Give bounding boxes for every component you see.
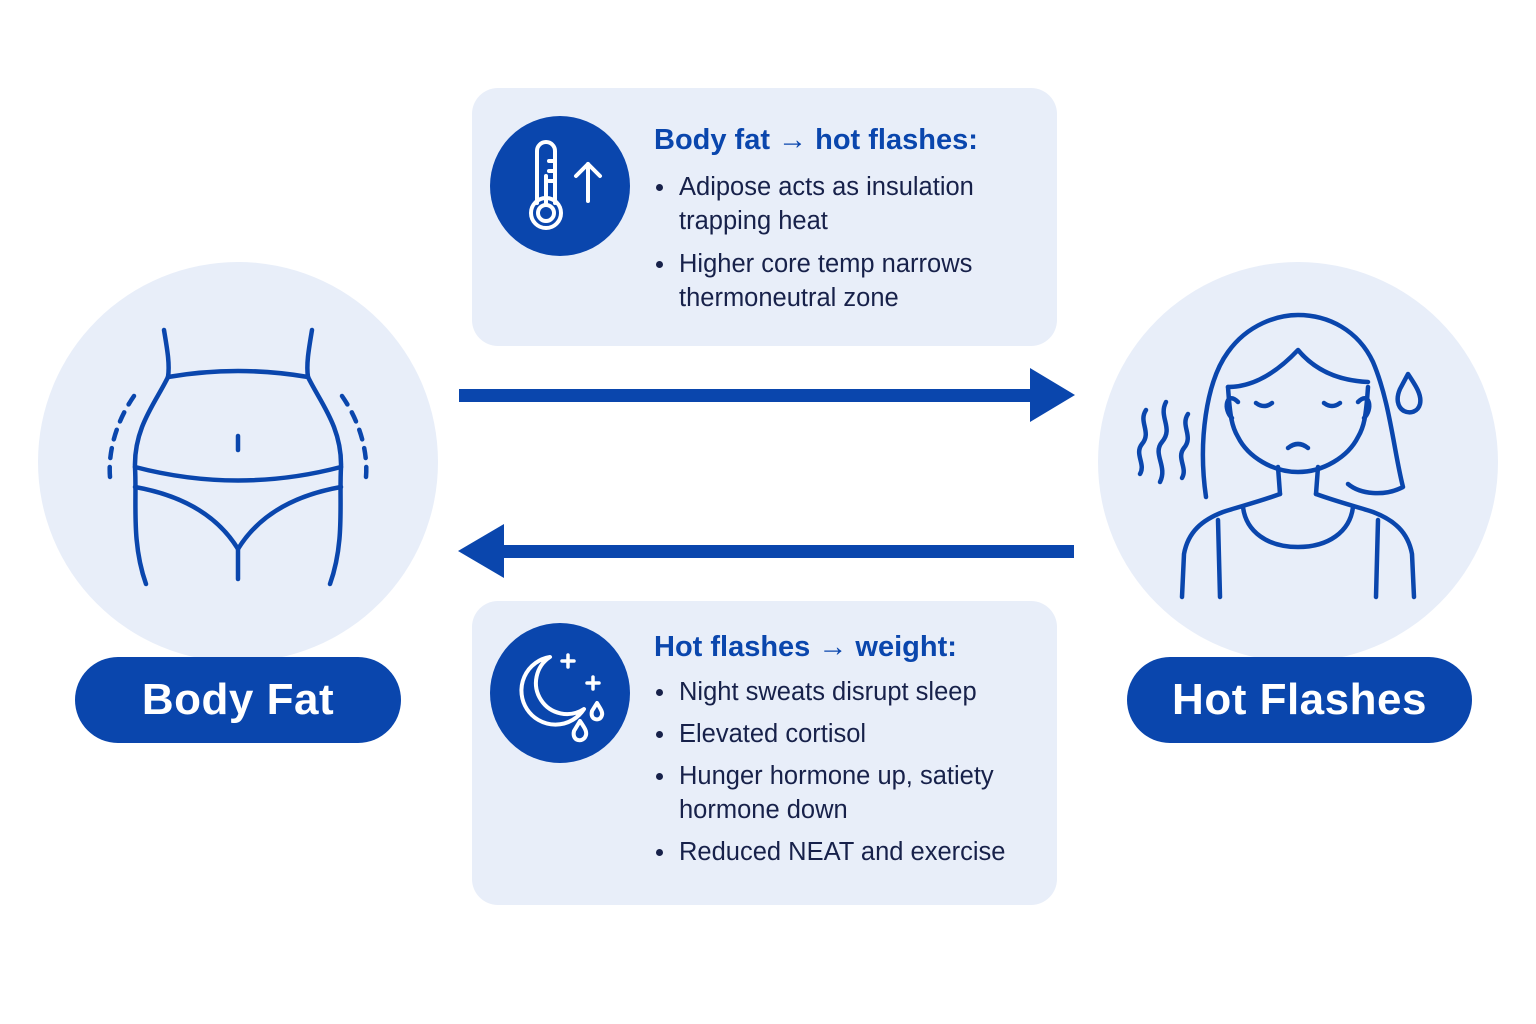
list-item: Adipose acts as insulation trapping heat	[654, 170, 1044, 238]
list-item: Hunger hormone up, satiety hormone down	[654, 759, 1049, 827]
body-fat-to-hot-flashes-card: Body fat → hot flashes: Adipose acts as …	[472, 88, 1057, 346]
thermometer-rising-icon	[490, 116, 630, 256]
flashes-to-weight-list: Night sweats disrupt sleep Elevated cort…	[654, 675, 1049, 877]
arrow-left-flashes-to-fat	[458, 524, 1074, 578]
hot-flashes-label: Hot Flashes	[1127, 657, 1472, 743]
hot-flashes-circle	[1098, 262, 1498, 662]
fat-to-flashes-list: Adipose acts as insulation trapping heat…	[654, 170, 1044, 324]
body-fat-label: Body Fat	[75, 657, 401, 743]
sweating-woman-icon	[1136, 312, 1423, 600]
list-item: Reduced NEAT and exercise	[654, 835, 1049, 869]
list-item: Higher core temp narrows thermoneutral z…	[654, 247, 1044, 315]
arrow-right-fat-to-flashes	[459, 368, 1075, 422]
card-title-flashes-to-weight: Hot flashes → weight:	[654, 631, 957, 663]
hot-flashes-to-weight-card: Hot flashes → weight: Night sweats disru…	[472, 601, 1057, 905]
torso-waist-icon	[107, 327, 369, 587]
card-title-fat-to-flashes: Body fat → hot flashes:	[654, 124, 978, 156]
body-fat-circle	[38, 262, 438, 662]
moon-sweat-drops-icon	[490, 623, 630, 763]
list-item: Night sweats disrupt sleep	[654, 675, 1049, 709]
list-item: Elevated cortisol	[654, 717, 1049, 751]
